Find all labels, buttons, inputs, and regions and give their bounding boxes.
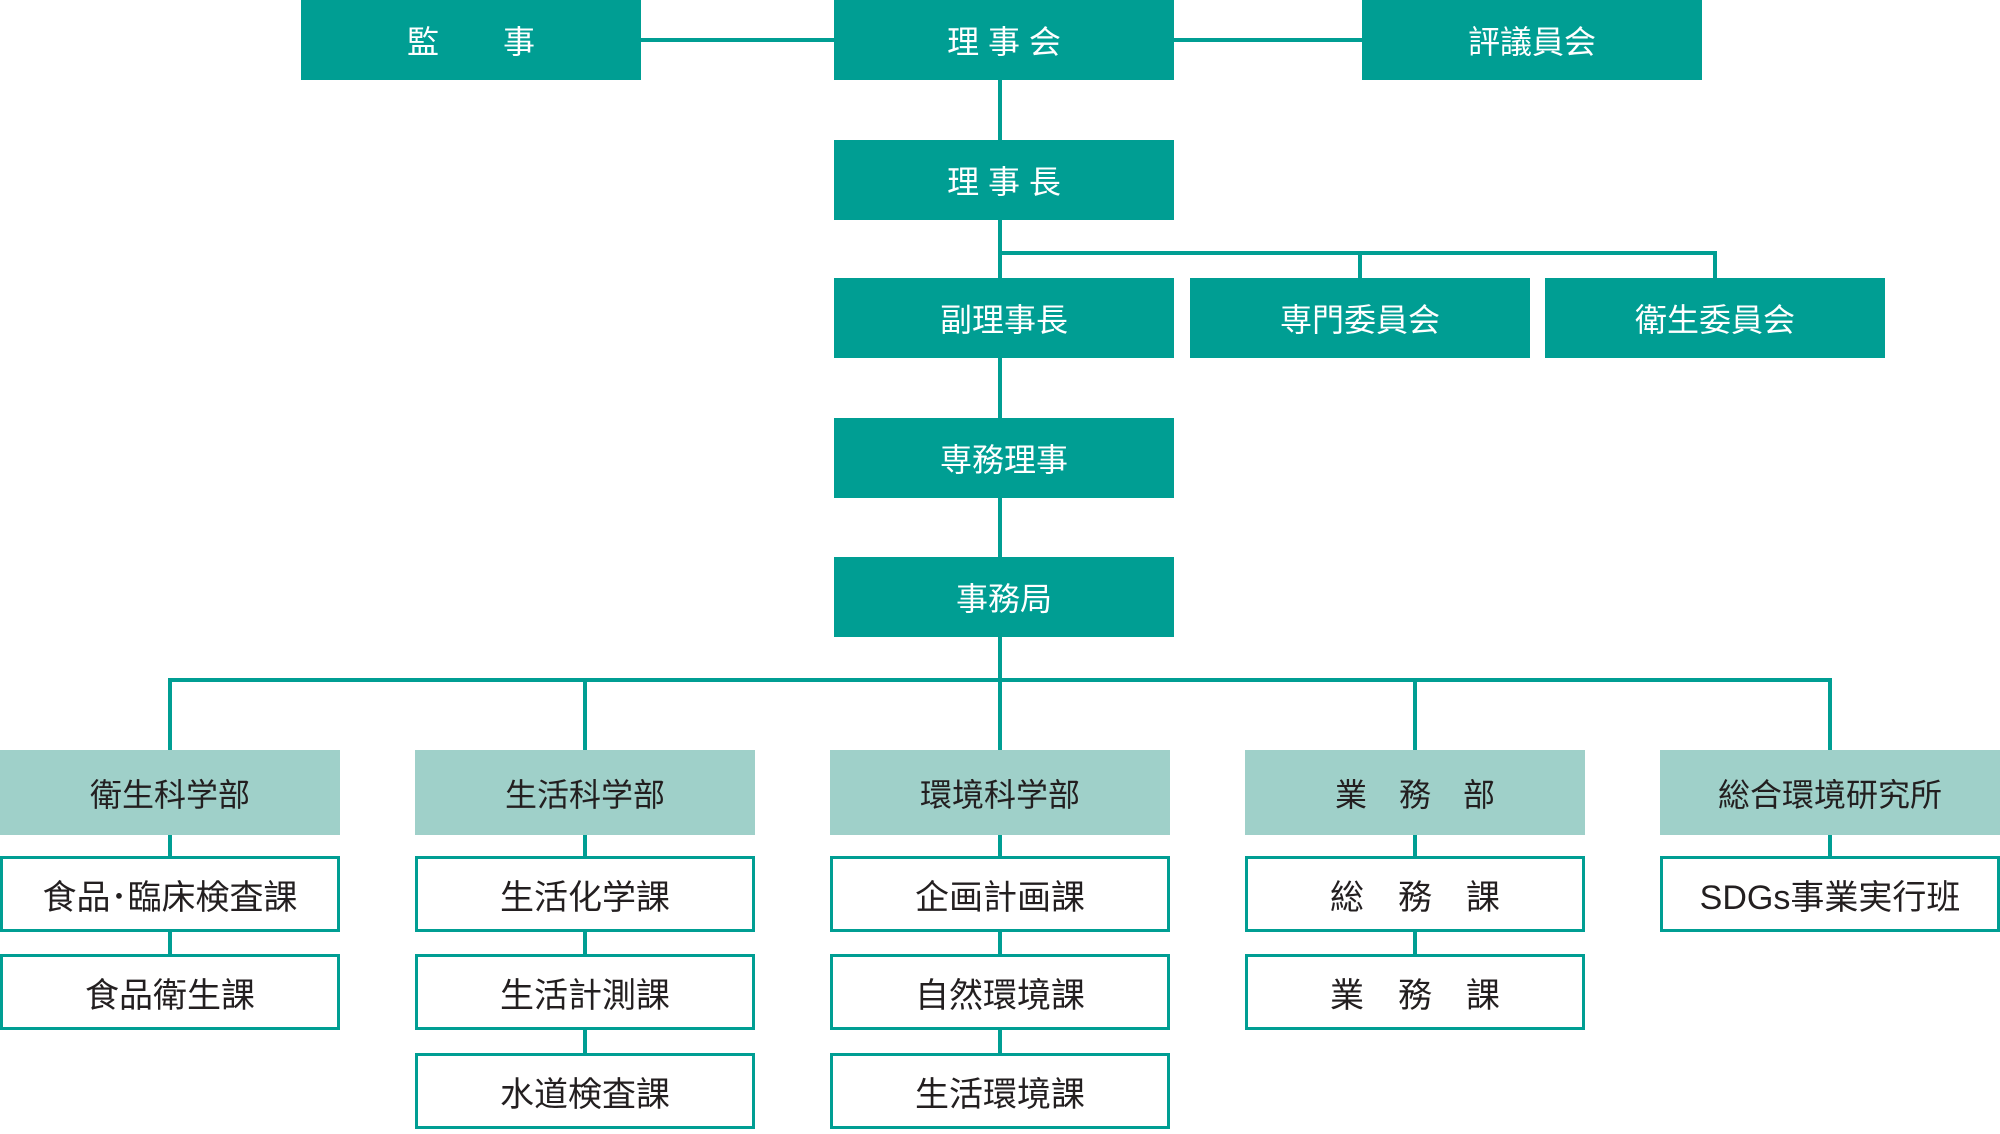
connector-section xyxy=(583,1030,587,1053)
org-node-vice-president: 副理事長 xyxy=(834,278,1174,358)
dept-hygiene-science: 衛生科学部 xyxy=(0,750,340,835)
connector-section xyxy=(998,932,1002,954)
connector-drop-dept-5 xyxy=(1828,678,1832,750)
section-box: 食品衛生課 xyxy=(0,954,340,1030)
org-node-expert-committee: 専門委員会 xyxy=(1190,278,1530,358)
connector-section xyxy=(998,835,1002,856)
section-box: 食品･臨床検査課 xyxy=(0,856,340,932)
org-node-auditor: 監 事 xyxy=(301,0,641,80)
connector-committee-branch xyxy=(998,251,1717,255)
connector-executive-secretariat xyxy=(998,498,1002,557)
connector-drop-dept-2 xyxy=(583,678,587,750)
connector-board-councilors xyxy=(1174,38,1362,42)
org-node-board-of-councilors: 評議員会 xyxy=(1362,0,1702,80)
connector-board-president xyxy=(998,80,1002,140)
dept-integrated-environment-institute: 総合環境研究所 xyxy=(1660,750,2000,835)
section-box: 自然環境課 xyxy=(830,954,1170,1030)
section-box: SDGs事業実行班 xyxy=(1660,856,2000,932)
connector-drop-dept-4 xyxy=(1413,678,1417,750)
connector-section xyxy=(1413,835,1417,856)
connector-section xyxy=(1413,932,1417,954)
connector-vice-executive-director xyxy=(998,358,1002,418)
connector-section xyxy=(168,932,172,954)
connector-section xyxy=(583,835,587,856)
org-node-executive-director: 専務理事 xyxy=(834,418,1174,498)
connector-section xyxy=(583,932,587,954)
section-box: 生活化学課 xyxy=(415,856,755,932)
org-node-secretariat: 事務局 xyxy=(834,557,1174,637)
org-node-board-of-directors: 理 事 会 xyxy=(834,0,1174,80)
connector-section xyxy=(168,835,172,856)
section-box: 総 務 課 xyxy=(1245,856,1585,932)
connector-section xyxy=(998,1030,1002,1053)
connector-drop-dept-3 xyxy=(998,678,1002,750)
section-box: 水道検査課 xyxy=(415,1053,755,1129)
connector-auditor-board xyxy=(641,38,834,42)
section-box: 生活環境課 xyxy=(830,1053,1170,1129)
connector-section xyxy=(1828,835,1832,856)
section-box: 生活計測課 xyxy=(415,954,755,1030)
dept-operations: 業 務 部 xyxy=(1245,750,1585,835)
section-box: 企画計画課 xyxy=(830,856,1170,932)
org-node-hygiene-committee: 衛生委員会 xyxy=(1545,278,1885,358)
dept-environmental-science: 環境科学部 xyxy=(830,750,1170,835)
connector-president-vice xyxy=(998,220,1002,278)
dept-life-science: 生活科学部 xyxy=(415,750,755,835)
connector-secretariat-trunk xyxy=(998,637,1002,682)
connector-drop-dept-1 xyxy=(168,678,172,750)
section-box: 業 務 課 xyxy=(1245,954,1585,1030)
org-node-president: 理 事 長 xyxy=(834,140,1174,220)
connector-drop-expert-committee xyxy=(1358,251,1362,278)
connector-drop-hygiene-committee xyxy=(1713,251,1717,278)
